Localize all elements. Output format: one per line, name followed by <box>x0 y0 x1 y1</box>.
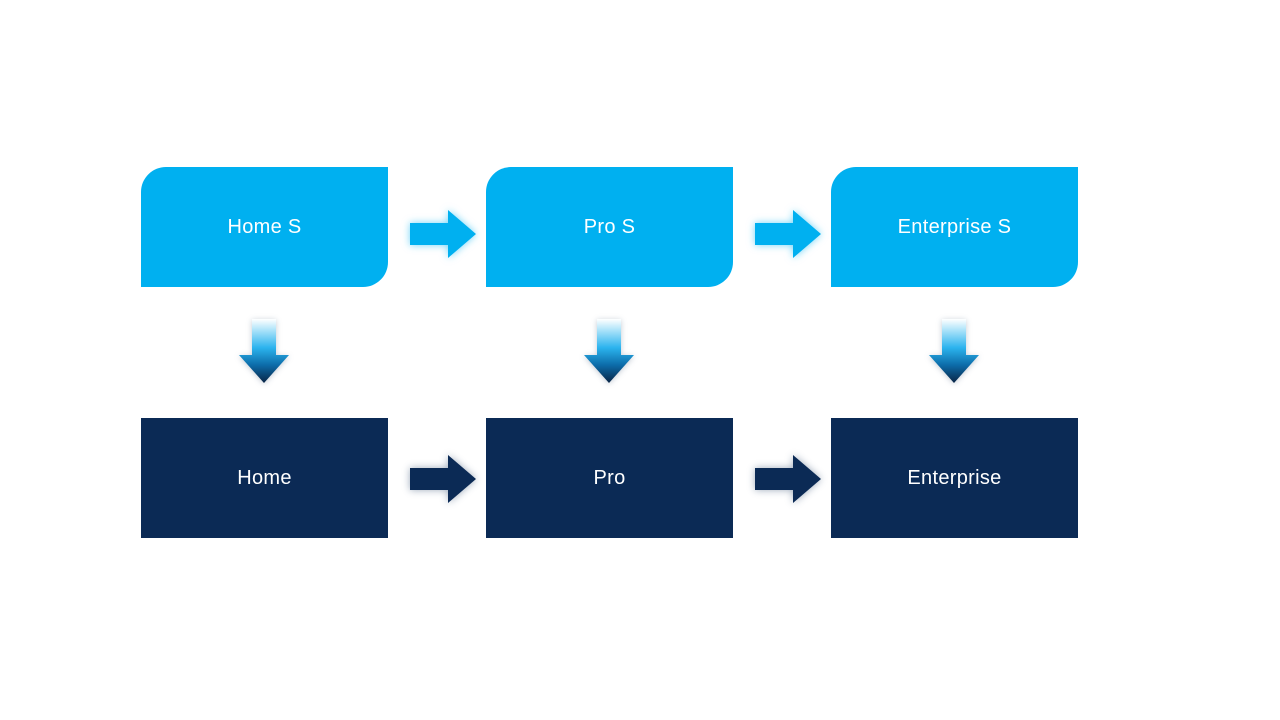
right-arrow-icon <box>410 455 476 503</box>
down-arrow-icon <box>239 319 289 383</box>
right-arrow-icon <box>410 210 476 258</box>
down-arrow-icon <box>929 319 979 383</box>
node-home-s: Home S <box>141 167 388 287</box>
node-pro-s: Pro S <box>486 167 733 287</box>
down-arrow-icon <box>584 319 634 383</box>
node-home: Home <box>141 418 388 538</box>
node-home-s-label: Home S <box>227 215 302 238</box>
right-arrow-icon <box>755 455 821 503</box>
node-home-label: Home <box>237 466 292 489</box>
node-enterprise-s-label: Enterprise S <box>897 215 1012 238</box>
node-pro: Pro <box>486 418 733 538</box>
node-enterprise-s: Enterprise S <box>831 167 1078 287</box>
node-enterprise-label: Enterprise <box>907 466 1002 489</box>
node-pro-label: Pro <box>593 466 626 489</box>
node-enterprise: Enterprise <box>831 418 1078 538</box>
node-pro-s-label: Pro S <box>583 215 636 238</box>
right-arrow-icon <box>755 210 821 258</box>
